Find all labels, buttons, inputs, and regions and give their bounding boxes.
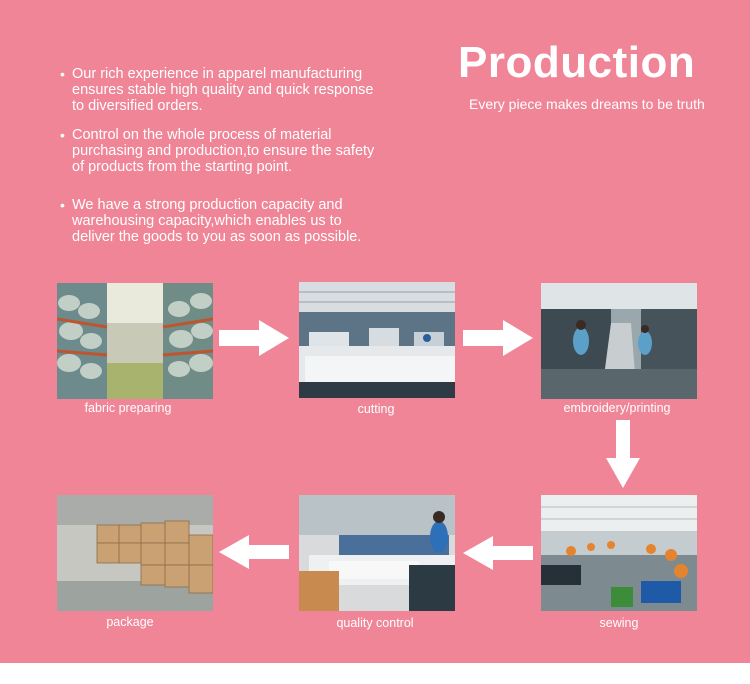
arrow-right-icon <box>219 320 289 356</box>
fabric-preparing-photo <box>57 283 213 399</box>
feature-text: Our rich experience in apparel manufactu… <box>72 66 373 114</box>
step-label: sewing <box>599 616 639 630</box>
arrow-left-icon <box>219 535 289 569</box>
step-label: package <box>106 615 154 629</box>
feature-line: Our rich experience in apparel manufactu… <box>72 66 363 82</box>
package-photo <box>57 495 213 611</box>
feature-item: • Our rich experience in apparel manufac… <box>60 66 373 114</box>
feature-line: We have a strong production capacity and <box>72 197 343 213</box>
arrow-left-icon <box>463 536 533 570</box>
feature-item: • We have a strong production capacity a… <box>60 197 361 245</box>
quality-control-photo <box>299 495 455 611</box>
step-label: quality control <box>336 616 414 630</box>
production-panel: • Our rich experience in apparel manufac… <box>0 0 750 663</box>
step-label: cutting <box>357 402 395 416</box>
sewing-photo <box>541 495 697 611</box>
arrow-down-icon <box>606 420 640 488</box>
feature-item: • Control on the whole process of materi… <box>60 127 374 175</box>
feature-line: Control on the whole process of material <box>72 127 332 143</box>
cutting-photo <box>299 282 455 398</box>
feature-line: ensures stable high quality and quick re… <box>72 82 374 98</box>
page-title: Production <box>458 38 696 87</box>
embroidery-photo <box>541 283 697 399</box>
feature-line: purchasing and production,to ensure the … <box>72 143 375 159</box>
bullet-dot-icon: • <box>60 66 65 82</box>
feature-text: We have a strong production capacity and… <box>72 197 361 245</box>
page-subtitle: Every piece makes dreams to be truth <box>469 96 705 112</box>
feature-line: deliver the goods to you as soon as poss… <box>72 229 362 245</box>
feature-line: warehousing capacity,which enables us to <box>72 213 342 229</box>
step-label: fabric preparing <box>84 401 172 415</box>
step-label: embroidery/printing <box>563 401 671 415</box>
feature-line: to diversified orders. <box>72 98 203 114</box>
bullet-dot-icon: • <box>60 127 65 143</box>
arrow-right-icon <box>463 320 533 356</box>
feature-line: of products from the starting point. <box>72 159 293 175</box>
feature-text: Control on the whole process of material… <box>72 127 374 175</box>
bullet-dot-icon: • <box>60 197 65 213</box>
